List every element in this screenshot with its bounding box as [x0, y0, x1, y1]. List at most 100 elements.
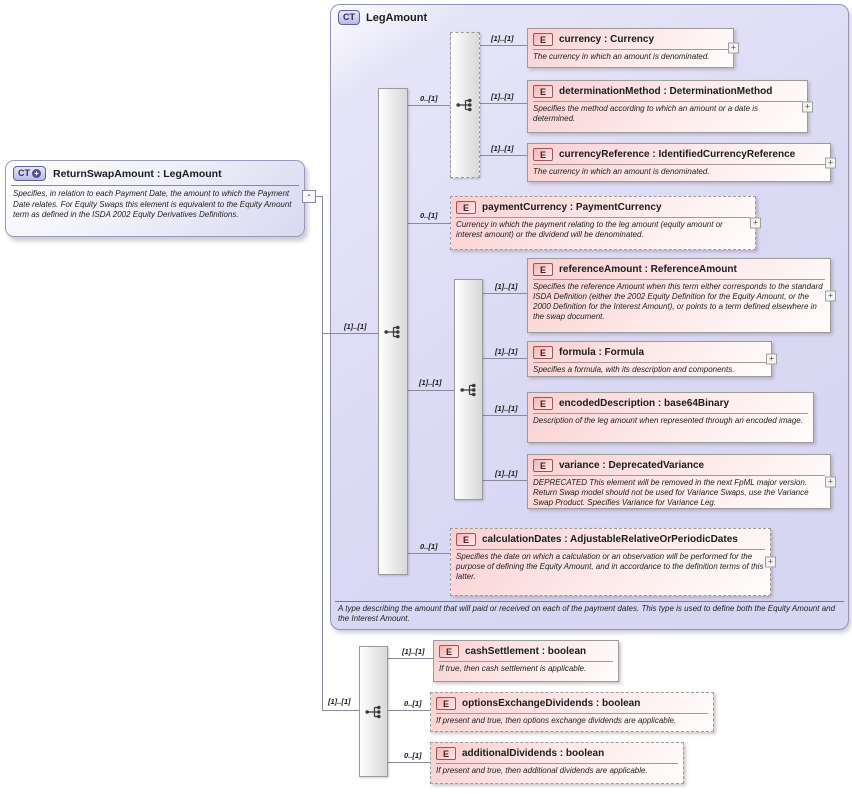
cardinality-label: [1]..[1] — [491, 34, 514, 43]
cardinality-label: [1]..[1] — [495, 404, 518, 413]
element-icon: E — [436, 697, 456, 710]
element-annotation: Specifies a formula, with its descriptio… — [533, 365, 735, 374]
element-label: formula : Formula — [559, 347, 645, 358]
ct-badge-label: CT — [18, 168, 30, 178]
divider — [533, 49, 728, 50]
element-annotation: If present and true, then options exchan… — [436, 716, 677, 725]
cardinality-label: [1]..[1] — [495, 469, 518, 478]
collapse-toggle[interactable]: - — [302, 190, 316, 203]
element-annotation: If true, then cash settlement is applica… — [439, 664, 587, 673]
element-annotation: The currency in which an amount is denom… — [533, 167, 710, 176]
connector-line — [388, 762, 430, 763]
sequence-bar-currency-group — [450, 32, 480, 178]
expand-button[interactable]: + — [766, 353, 777, 365]
cardinality-label: 0..[1] — [404, 751, 422, 760]
element-annotation: DEPRECATED This element will be removed … — [533, 478, 809, 507]
connector-line — [483, 415, 527, 416]
cardinality-label: 0..[1] — [404, 699, 422, 708]
connector-line — [480, 103, 527, 104]
element-annotation: Currency in which the payment relating t… — [456, 220, 723, 239]
expand-button[interactable]: + — [825, 157, 836, 168]
element-annotation: Specifies the reference Amount when this… — [533, 282, 823, 321]
sequence-icon — [459, 383, 476, 396]
complex-type-header: CT LegAmount — [338, 10, 427, 25]
connector-line — [480, 45, 527, 46]
connector-line — [408, 390, 454, 391]
connector-line — [388, 658, 433, 659]
expand-button[interactable]: + — [802, 101, 813, 112]
element-returnswapamount[interactable]: CT+ ReturnSwapAmount : LegAmount Specifi… — [5, 160, 305, 237]
complex-type-plus-icon: CT+ — [13, 166, 46, 181]
cardinality-label: [1]..[1] — [495, 347, 518, 356]
connector-line — [483, 293, 527, 294]
connector-line — [480, 155, 527, 156]
expand-button[interactable]: + — [750, 217, 761, 229]
cardinality-label: [1]..[1] — [344, 322, 367, 331]
element-label: currency : Currency — [559, 34, 655, 45]
sequence-bar-main — [378, 88, 408, 575]
ct-badge-label: CT — [343, 12, 355, 22]
connector-line — [483, 358, 527, 359]
element-annotation: Specifies the method according to which … — [533, 104, 759, 123]
cardinality-label: 0..[1] — [420, 94, 438, 103]
element-annotation: The currency in which an amount is denom… — [533, 52, 710, 61]
element-icon: E — [533, 85, 553, 98]
element-annotation: Specifies the date on which a calculatio… — [456, 552, 764, 581]
root-title: ReturnSwapAmount : LegAmount — [53, 167, 222, 180]
sequence-icon — [456, 98, 472, 112]
element-icon: E — [533, 263, 553, 276]
divider — [533, 362, 766, 363]
element-icon: E — [439, 645, 459, 658]
element-icon: E — [533, 397, 553, 410]
root-title-row: CT+ ReturnSwapAmount : LegAmount — [6, 161, 304, 184]
connector-line — [322, 333, 378, 334]
element-icon: E — [533, 33, 553, 46]
divider — [439, 661, 613, 662]
expand-button[interactable]: + — [825, 476, 836, 487]
expand-button[interactable]: + — [825, 290, 836, 301]
element-annotation: If present and true, then additional div… — [436, 766, 648, 775]
cardinality-label: [1]..[1] — [402, 647, 425, 656]
element-icon: E — [456, 533, 476, 546]
element-icon: E — [533, 148, 553, 161]
connector-line — [322, 710, 359, 711]
element-icon: E — [533, 459, 553, 472]
expand-button[interactable]: + — [728, 42, 739, 54]
expand-button[interactable]: + — [765, 556, 776, 568]
element-icon: E — [533, 346, 553, 359]
element-annotation: Description of the leg amount when repre… — [533, 416, 803, 425]
element-label: encodedDescription : base64Binary — [559, 398, 730, 409]
sequence-icon — [364, 705, 381, 718]
complex-type-icon: CT — [338, 10, 360, 25]
connector-line — [408, 223, 450, 224]
divider — [533, 101, 802, 102]
connector-line — [388, 710, 430, 711]
complex-type-annotation: A type describing the amount that will p… — [335, 601, 844, 624]
sequence-icon — [384, 325, 400, 338]
connector-line — [483, 480, 527, 481]
sequence-bar-bottom — [359, 646, 388, 777]
divider — [436, 763, 678, 764]
sequence-bar-amount-group — [454, 279, 483, 500]
cardinality-label: [1]..[1] — [328, 697, 351, 706]
complex-type-title: LegAmount — [366, 11, 428, 24]
